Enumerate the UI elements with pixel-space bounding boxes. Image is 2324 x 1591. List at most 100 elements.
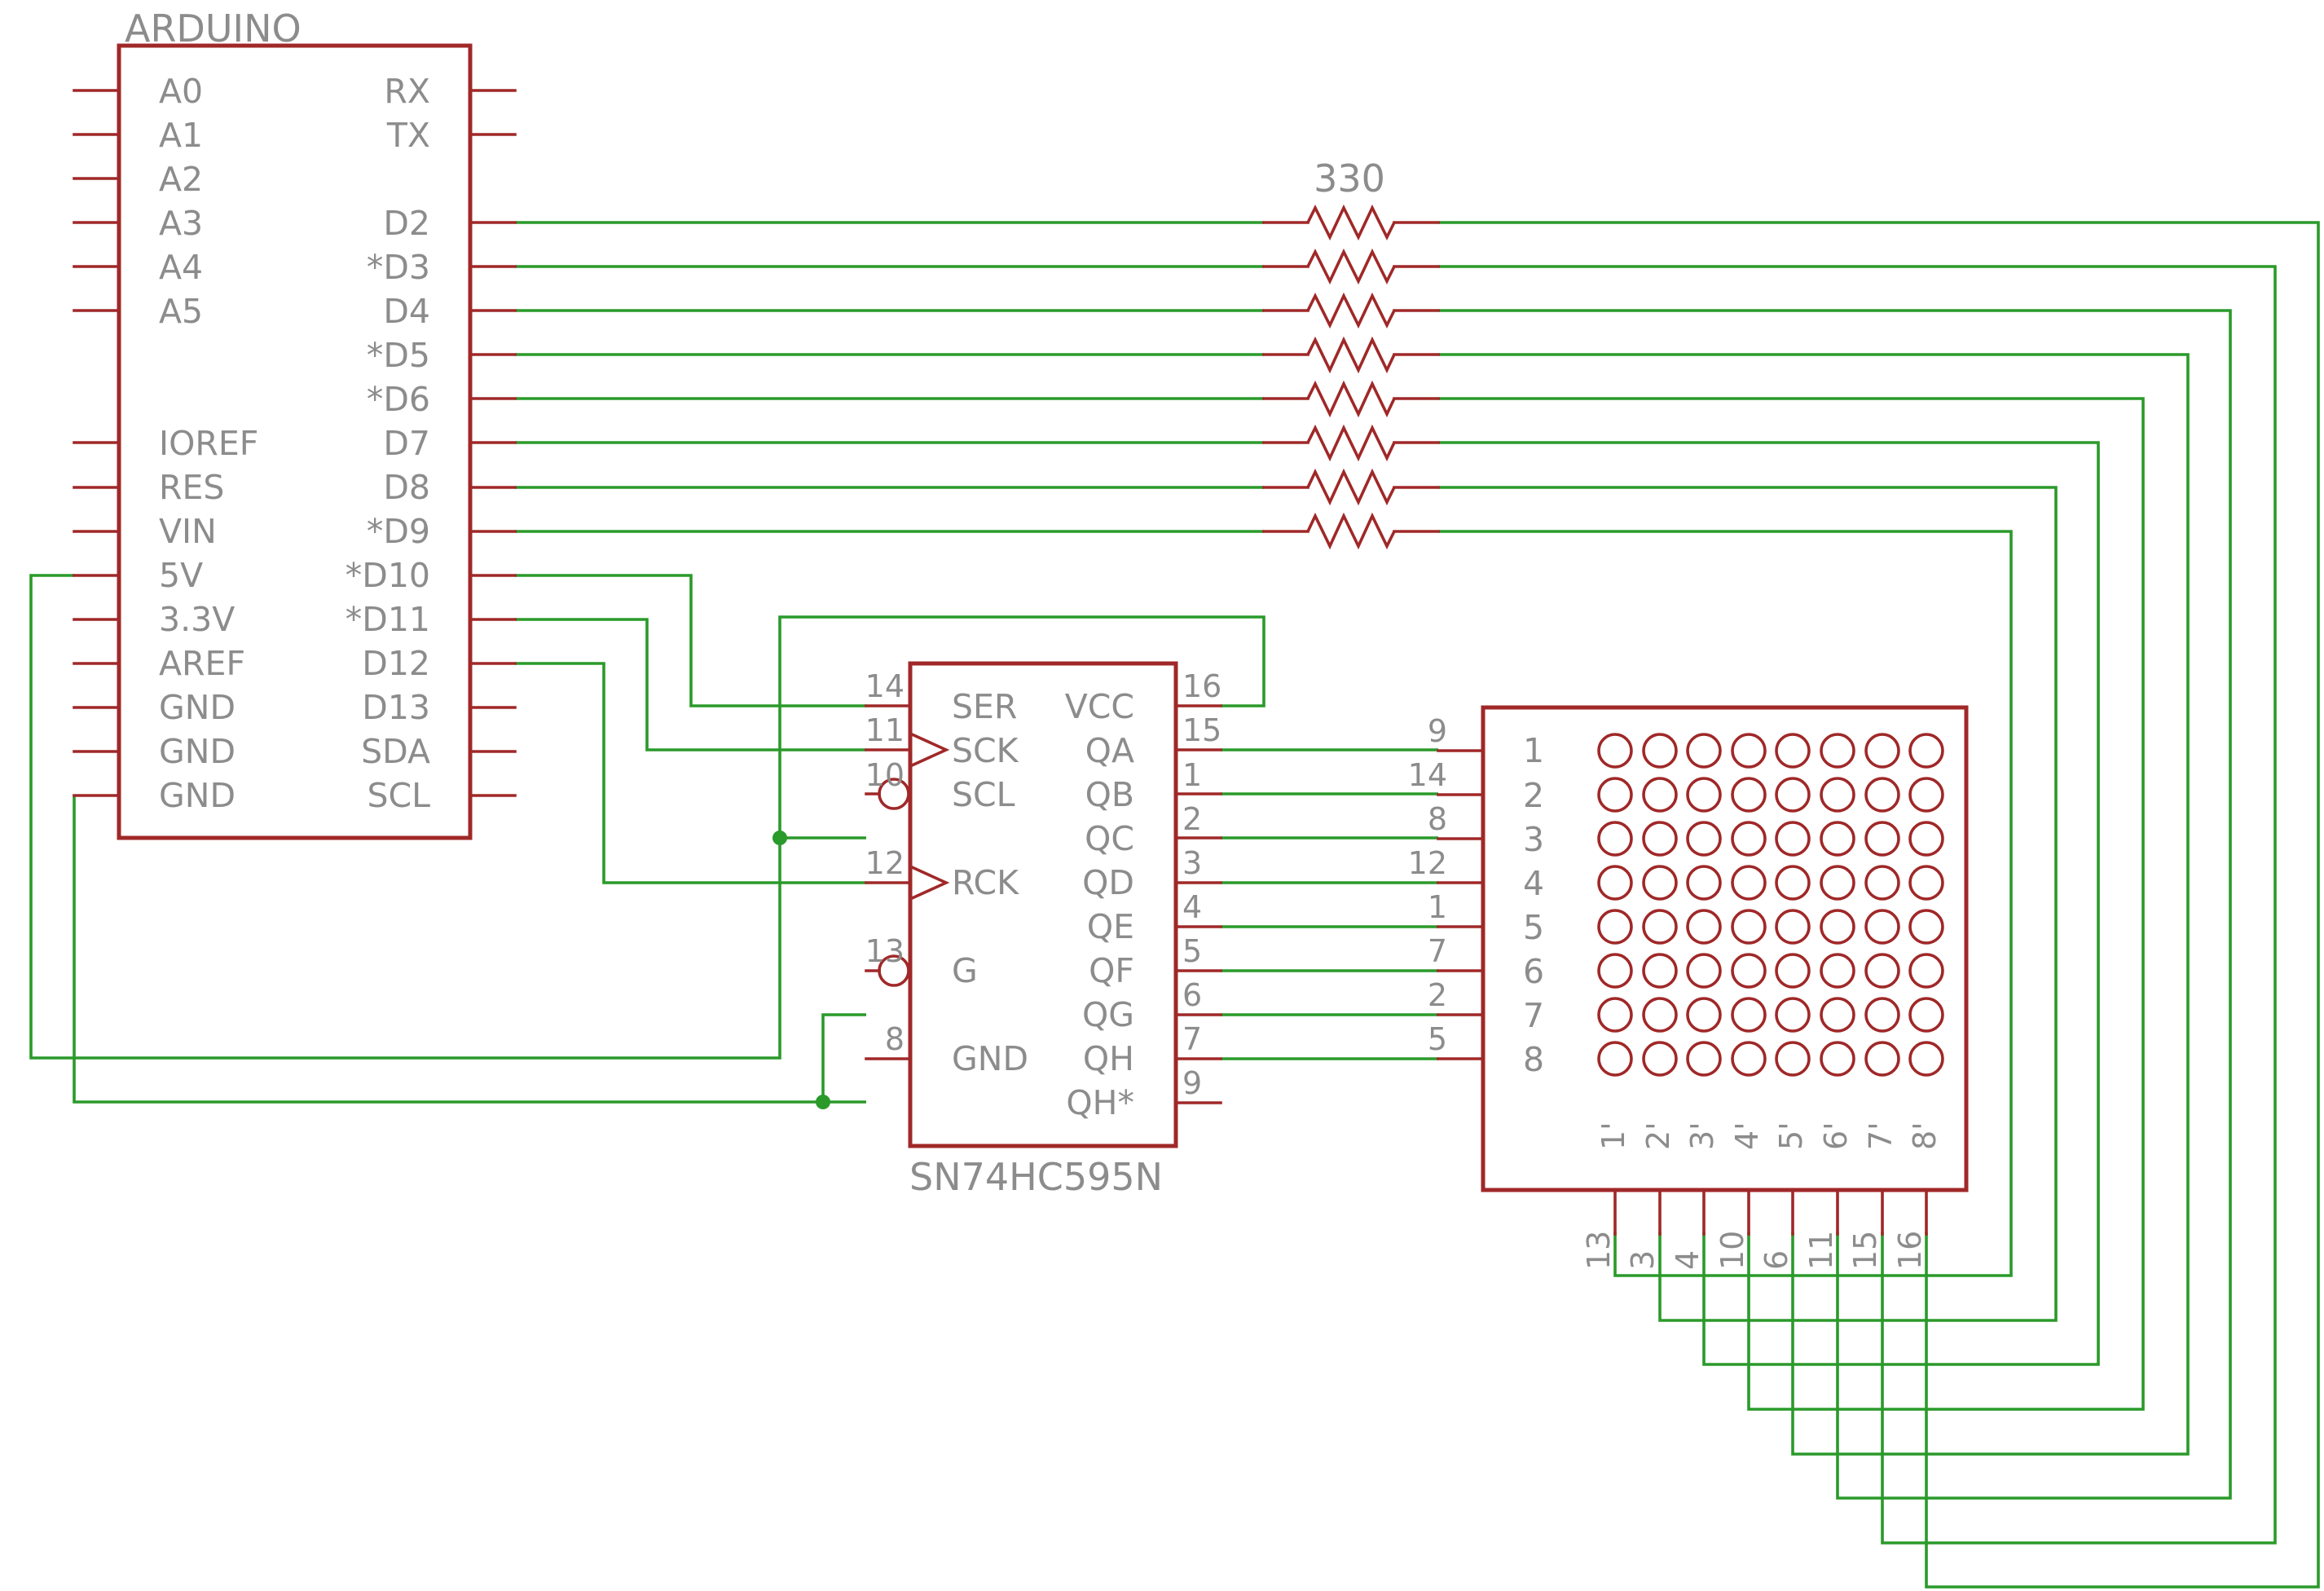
led — [1864, 1041, 1900, 1077]
column-wire — [1438, 353, 2190, 1456]
matrix-row-label: 3 — [1523, 820, 1544, 859]
arduino-pin-label: *D9 — [367, 512, 430, 551]
led — [1686, 1041, 1722, 1077]
arduino-pin-label: *D10 — [346, 556, 430, 595]
led — [1864, 865, 1900, 901]
matrix-col-label: 5' — [1773, 1122, 1809, 1150]
arduino-pin-label: *D11 — [346, 600, 430, 639]
sr-pin-number: 4 — [1182, 889, 1202, 925]
arduino-pin-label: D4 — [383, 292, 430, 331]
led — [1908, 865, 1944, 901]
led — [1731, 865, 1767, 901]
arduino-pin-label: SCL — [368, 776, 431, 815]
sr-pin-label: SCL — [952, 775, 1015, 814]
arduino-pin-label: D2 — [383, 204, 430, 243]
arduino-title: ARDUINO — [125, 7, 302, 51]
led — [1731, 909, 1767, 945]
clock-triangle — [909, 865, 950, 901]
sr-pin-label: G — [952, 951, 978, 990]
sr-pin-number: 9 — [1182, 1065, 1202, 1101]
led — [1597, 733, 1633, 769]
led — [1820, 865, 1855, 901]
sr-pin-number: 8 — [885, 1021, 905, 1057]
led — [1686, 997, 1722, 1033]
matrix-pin-number: 11 — [1803, 1231, 1839, 1270]
wires — [29, 221, 2320, 1589]
sr-pin-label: RCK — [952, 863, 1019, 902]
led — [1908, 733, 1944, 769]
led — [1686, 953, 1722, 989]
matrix-pin-number: 16 — [1892, 1231, 1928, 1270]
shift-register-body — [908, 661, 1178, 1148]
arduino-pin-label: RX — [384, 72, 430, 111]
resistor — [1306, 248, 1396, 285]
sr-pin-label: QH* — [1066, 1083, 1134, 1122]
inverted-pin-bubble — [878, 954, 910, 987]
matrix-col-label: 3' — [1684, 1122, 1720, 1150]
sr-pin-label: QD — [1082, 863, 1134, 902]
arduino-pin-label: A0 — [159, 72, 203, 111]
sr-pin-label: VCC — [1065, 687, 1134, 726]
arduino-pin-label: *D6 — [367, 380, 430, 419]
arduino-pin-label: IOREF — [159, 424, 258, 463]
matrix-pin-number: 3 — [1625, 1250, 1661, 1270]
labels: ARDUINO 330 SN74HC595N A0A1A2A3A4A5IOREF… — [125, 7, 1943, 1270]
matrix-col-label: 1' — [1596, 1122, 1631, 1150]
sr-pin-number: 13 — [865, 933, 905, 969]
led — [1686, 733, 1722, 769]
gnd-wire — [73, 796, 866, 1104]
led — [1597, 821, 1633, 857]
led — [1775, 997, 1811, 1033]
sr-pin-number: 11 — [865, 712, 905, 748]
sr-pin-label: SCK — [952, 731, 1019, 770]
arduino-pin-label: 5V — [159, 556, 203, 595]
resistor — [1306, 512, 1396, 550]
sr-pin-label: QE — [1087, 907, 1134, 946]
arduino-pin-label: A4 — [159, 248, 203, 287]
matrix-row-label: 2 — [1523, 776, 1544, 815]
sr-pin-label: QG — [1082, 995, 1134, 1034]
arduino-pin-label: D13 — [362, 688, 430, 727]
matrix-pin-number: 1 — [1428, 889, 1447, 925]
led — [1908, 1041, 1944, 1077]
led — [1731, 777, 1767, 813]
led — [1775, 953, 1811, 989]
arduino-pin-label: *D5 — [367, 336, 430, 375]
led — [1642, 865, 1678, 901]
matrix-pin-number: 7 — [1428, 933, 1447, 969]
arduino-pin-label: D7 — [383, 424, 430, 463]
column-wire — [1438, 441, 2100, 1366]
led — [1642, 777, 1678, 813]
rck-wire — [515, 662, 866, 884]
led — [1864, 821, 1900, 857]
matrix-row-label: 4 — [1523, 864, 1544, 903]
led — [1775, 733, 1811, 769]
resistor-value: 330 — [1314, 156, 1385, 201]
matrix-col-label: 2' — [1640, 1122, 1676, 1150]
clock-triangle — [909, 732, 950, 768]
column-wire — [1438, 265, 2277, 1545]
arduino-pin-label: TX — [386, 116, 430, 155]
led — [1820, 733, 1855, 769]
led — [1597, 1041, 1633, 1077]
led — [1642, 997, 1678, 1033]
led — [1686, 909, 1722, 945]
column-wire — [1438, 486, 2058, 1322]
led — [1642, 953, 1678, 989]
led — [1686, 777, 1722, 813]
arduino-pin-label: SDA — [361, 732, 430, 771]
sr-pin-number: 16 — [1182, 668, 1221, 704]
led — [1820, 1041, 1855, 1077]
matrix-col-label: 4' — [1729, 1122, 1765, 1150]
column-wire — [1438, 530, 2013, 1277]
arduino-pin-label: A3 — [159, 204, 203, 243]
arduino-pin-label: RES — [159, 468, 224, 507]
led — [1642, 733, 1678, 769]
led-matrix-body — [1481, 705, 1969, 1192]
sr-pin-number: 1 — [1182, 757, 1202, 793]
led — [1775, 821, 1811, 857]
led — [1686, 821, 1722, 857]
sr-pin-label: GND — [952, 1039, 1028, 1078]
led — [1908, 953, 1944, 989]
